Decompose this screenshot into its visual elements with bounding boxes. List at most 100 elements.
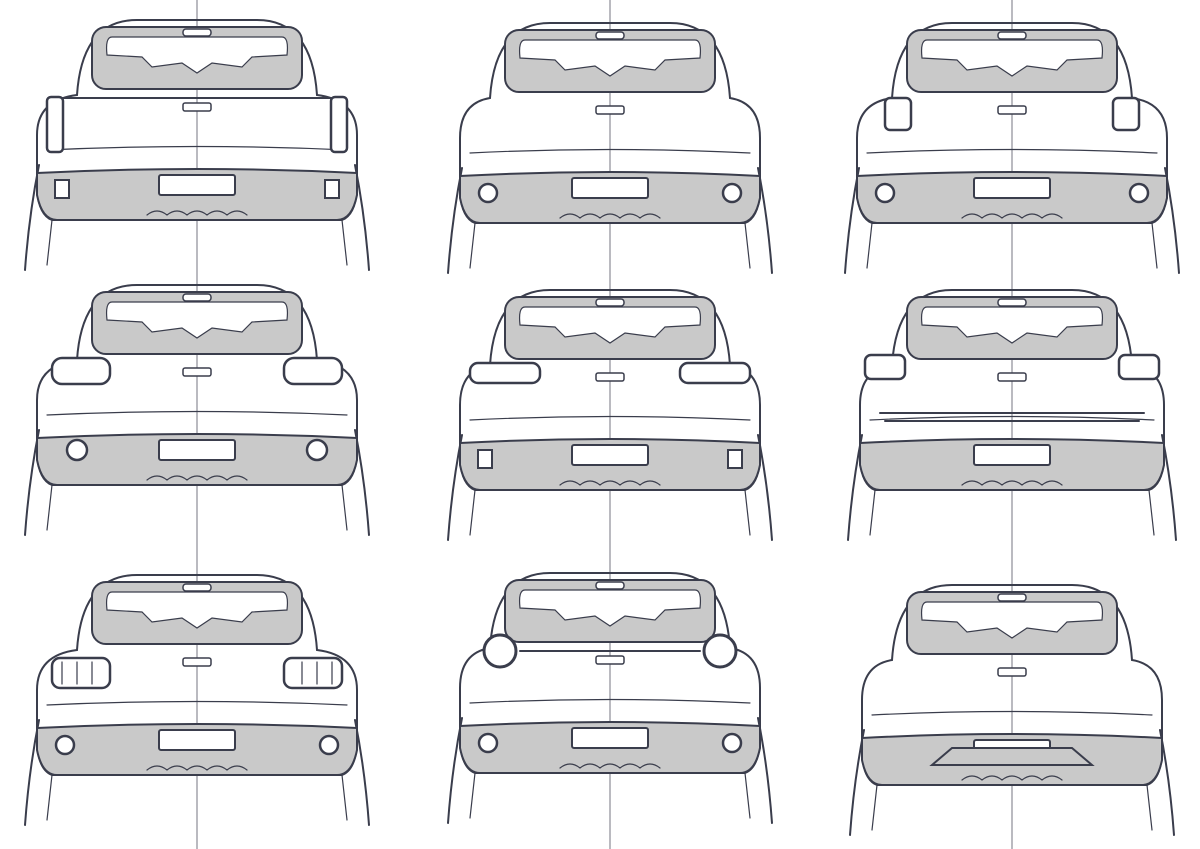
left-fog-lamp [54, 734, 76, 756]
right-fog-lamp [721, 182, 743, 204]
license-plate [158, 174, 236, 196]
diffuser-teeth [559, 480, 661, 486]
tire-inner-lines [866, 222, 1158, 269]
car-sketch-4 [24, 284, 370, 536]
car-sketch-8 [447, 572, 773, 824]
license-plate [571, 177, 649, 199]
trunk-badge [595, 105, 625, 115]
left-taillight [863, 353, 907, 381]
license-plate [571, 727, 649, 749]
brake-light [182, 583, 212, 592]
right-reflector [324, 179, 340, 199]
character-line [469, 415, 751, 421]
trunk-badge [595, 372, 625, 382]
brake-light [997, 593, 1027, 602]
license-plate [973, 444, 1051, 466]
trunk-badge [182, 367, 212, 377]
roof-outline [489, 22, 731, 99]
diffuser-teeth [961, 480, 1063, 486]
tire-inner-lines [871, 784, 1153, 831]
right-taillight [282, 356, 344, 386]
tire-inner-lines [46, 774, 348, 821]
right-fog-lamp [318, 734, 340, 756]
car-sketch-9 [849, 584, 1175, 836]
left-fog-lamp [477, 182, 499, 204]
left-taillight [482, 633, 518, 669]
trunk-badge [997, 667, 1027, 677]
window-reflection [518, 589, 702, 627]
brake-light [182, 293, 212, 302]
right-taillight [1117, 353, 1161, 381]
car-sketch-5 [447, 289, 773, 541]
window-reflection [920, 39, 1104, 77]
roof-outline [76, 574, 318, 651]
diffuser-teeth [146, 475, 248, 481]
car-sketch-2 [447, 22, 773, 274]
car-sketch-6 [847, 289, 1177, 541]
left-taillight [883, 96, 913, 132]
left-taillight [50, 356, 112, 386]
left-taillight [50, 656, 112, 690]
tire-inner-lines [469, 489, 751, 536]
window-reflection [105, 591, 289, 629]
roof-outline [489, 572, 731, 649]
character-line [869, 415, 1155, 421]
right-fog-lamp [1128, 182, 1150, 204]
right-taillight [282, 656, 344, 690]
tire-inner-lines [469, 772, 751, 819]
left-reflector [54, 179, 70, 199]
character-line [871, 710, 1153, 716]
diffuser [929, 747, 1095, 766]
roof-outline [76, 19, 318, 96]
license-plate [571, 444, 649, 466]
right-fog-lamp [721, 732, 743, 754]
car-sketch-3 [844, 22, 1180, 274]
character-line [46, 410, 348, 416]
character-line [469, 698, 751, 704]
trunk-badge [595, 655, 625, 665]
tire-inner-lines [869, 489, 1155, 536]
diffuser-teeth [961, 775, 1063, 781]
character-line [46, 700, 348, 706]
tire-inner-lines [469, 222, 751, 269]
brake-light [595, 581, 625, 590]
left-fog-lamp [874, 182, 896, 204]
character-line [866, 148, 1158, 154]
brake-light [997, 31, 1027, 40]
tire-inner-lines [46, 219, 348, 266]
bumper-grille-lines [879, 412, 1145, 422]
brake-light [997, 298, 1027, 307]
diffuser-teeth [146, 765, 248, 771]
brake-light [595, 31, 625, 40]
diffuser-teeth [559, 763, 661, 769]
tire-inner-lines [46, 484, 348, 531]
diffuser-teeth [559, 213, 661, 219]
right-taillight [702, 633, 738, 669]
car-sketch-1 [24, 19, 370, 271]
character-line [469, 148, 751, 154]
window-reflection [920, 601, 1104, 639]
roof-outline [76, 284, 318, 361]
license-plate [158, 729, 236, 751]
window-reflection [518, 306, 702, 344]
left-reflector [477, 449, 493, 469]
right-fog-lamp [305, 438, 329, 462]
roof-outline [891, 22, 1133, 99]
license-plate [973, 177, 1051, 199]
trunk-badge [997, 372, 1027, 382]
window-reflection [920, 306, 1104, 344]
roof-outline [891, 584, 1133, 661]
diffuser-teeth [146, 210, 248, 216]
left-taillight [45, 95, 65, 154]
brake-light [595, 298, 625, 307]
trunk-badge [997, 105, 1027, 115]
left-fog-lamp [65, 438, 89, 462]
car-sketch-7 [24, 574, 370, 826]
window-reflection [105, 301, 289, 339]
diffuser-teeth [961, 213, 1063, 219]
left-taillight [468, 361, 542, 385]
window-reflection [105, 36, 289, 74]
right-taillight [678, 361, 752, 385]
trunk-badge [182, 102, 212, 112]
